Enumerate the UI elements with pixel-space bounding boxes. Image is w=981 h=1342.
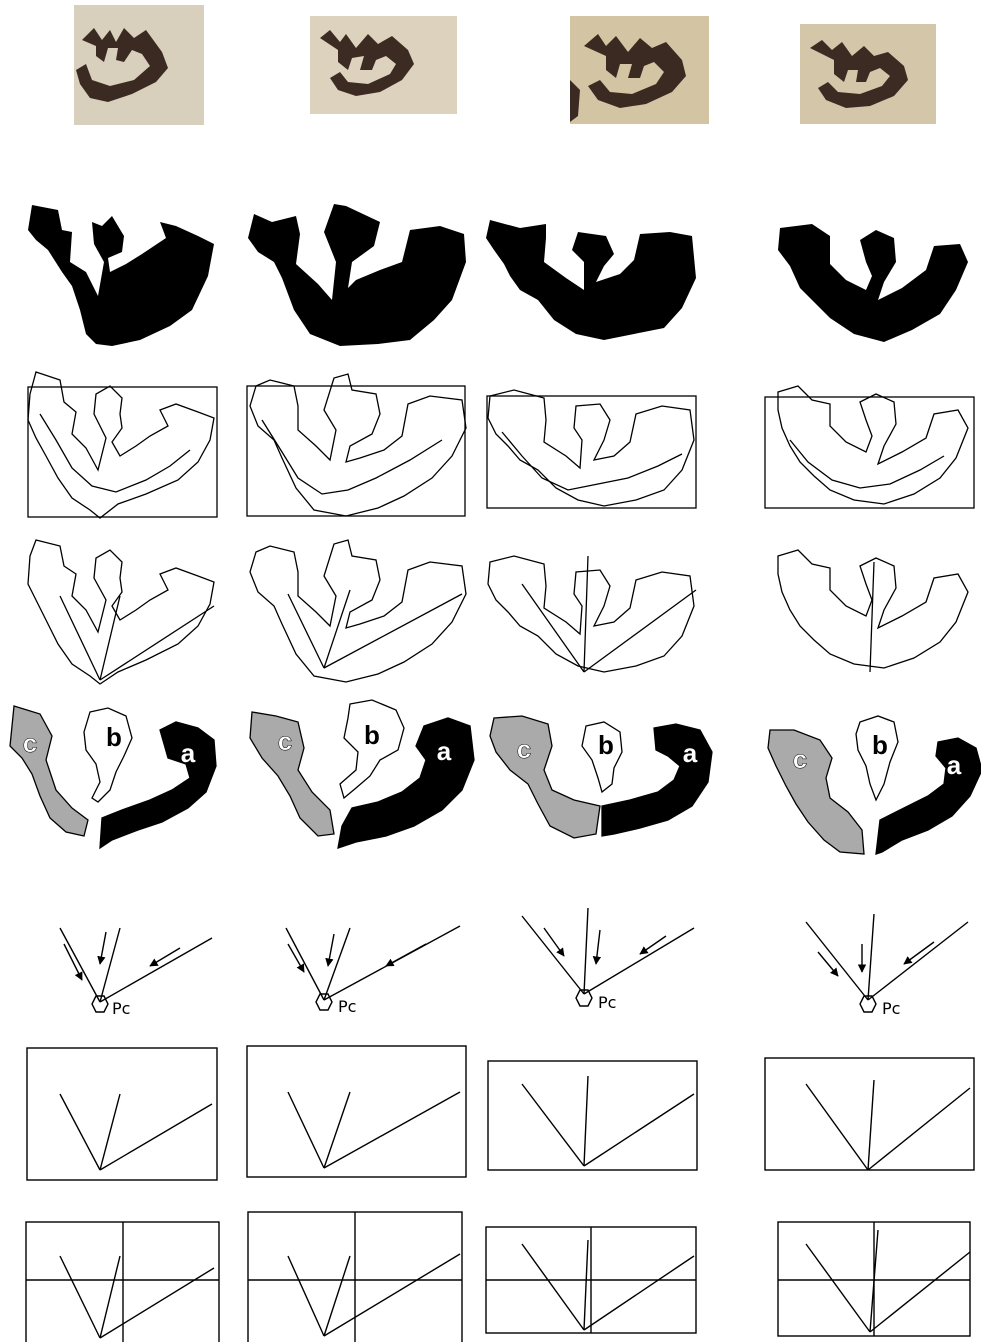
contour-skeleton-4 <box>778 550 968 672</box>
contour-bbox-1 <box>28 372 217 518</box>
pc-label-4: Pc <box>882 999 900 1018</box>
contour-skeleton-1 <box>28 540 214 684</box>
region-label-a-2: a <box>437 736 452 766</box>
binary-shape-2 <box>248 204 466 346</box>
contour-skeleton-2 <box>250 540 466 682</box>
arrows-2 <box>286 926 460 1010</box>
point-pc-marker-1 <box>92 996 108 1012</box>
region-label-a-4: a <box>947 750 962 780</box>
skeleton-quad-3 <box>486 1227 696 1333</box>
region-c-1 <box>10 706 88 836</box>
binary-shape-3 <box>486 220 696 340</box>
contour-skeleton-3 <box>488 556 696 672</box>
region-label-a-3: a <box>683 738 698 768</box>
pc-labels: Pc Pc Pc Pc <box>112 993 900 1018</box>
region-label-c-1: c <box>23 728 37 758</box>
region-label-b-2: b <box>364 720 380 750</box>
point-pc-marker-2 <box>316 994 332 1010</box>
row-regions <box>10 700 981 854</box>
region-label-c-3: c <box>517 734 531 764</box>
region-label-b-1: b <box>106 722 122 752</box>
photo-2 <box>310 16 457 114</box>
binary-shape-4 <box>778 224 968 342</box>
skeleton-bbox-2 <box>247 1046 466 1177</box>
row-contour-bbox <box>28 372 974 518</box>
region-c-3 <box>490 716 600 838</box>
region-label-b-3: b <box>598 730 614 760</box>
row-skeleton-bbox <box>27 1046 974 1180</box>
contour-bbox-2 <box>247 374 466 516</box>
regions-2 <box>250 700 474 848</box>
contour-bbox-3 <box>487 390 696 508</box>
arrows-4 <box>806 914 968 1012</box>
photo-3 <box>570 16 709 124</box>
arrows-3 <box>522 908 694 1006</box>
contour-bbox-4 <box>765 386 974 508</box>
row-binary <box>28 204 968 346</box>
skeleton-bbox-3 <box>488 1061 697 1170</box>
row-arrows <box>60 908 968 1012</box>
row-contour-skeleton <box>28 540 968 684</box>
arrows-1 <box>60 928 212 1012</box>
binary-shape-1 <box>28 205 214 346</box>
pc-label-1: Pc <box>112 999 130 1018</box>
skeleton-bbox-1 <box>27 1048 217 1180</box>
region-c-4 <box>768 730 864 854</box>
row-skeleton-quadrants <box>26 1212 970 1342</box>
photo-4 <box>800 24 936 124</box>
region-label-a-1: a <box>181 738 196 768</box>
skeleton-quad-1 <box>26 1222 219 1342</box>
photo-1 <box>74 5 204 125</box>
pc-label-3: Pc <box>598 993 616 1012</box>
skeleton-bbox-4 <box>765 1058 974 1170</box>
region-label-c-2: c <box>278 726 292 756</box>
skeleton-quad-4 <box>778 1222 970 1336</box>
region-label-b-4: b <box>872 730 888 760</box>
row-photos <box>74 5 936 125</box>
skeleton-quad-2 <box>248 1212 462 1342</box>
region-label-c-4: c <box>793 744 807 774</box>
pc-label-2: Pc <box>338 997 356 1016</box>
